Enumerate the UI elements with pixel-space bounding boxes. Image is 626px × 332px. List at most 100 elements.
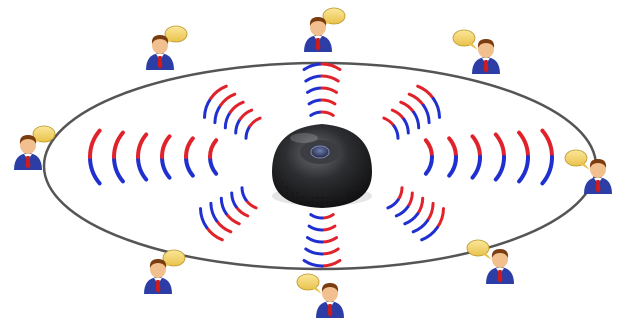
wave-arc — [449, 138, 456, 157]
participant-right — [565, 150, 612, 194]
wave-arc — [424, 105, 430, 122]
wave-arc — [232, 193, 237, 207]
speech-bubble-icon — [565, 150, 590, 170]
wave-arc — [201, 209, 207, 228]
wave-arc — [426, 157, 432, 174]
wave-arc — [422, 228, 438, 240]
wave-arc — [225, 112, 230, 128]
wave-arc — [308, 238, 323, 242]
wave-arc — [473, 136, 481, 157]
wave-arc — [519, 157, 528, 181]
wave-arc — [236, 119, 241, 133]
wave-arc — [394, 126, 398, 138]
wave-arc — [384, 118, 394, 126]
wave-group-bottom-left — [201, 188, 257, 240]
wave-arc — [496, 157, 504, 180]
wave-arc — [542, 131, 552, 157]
wave-arc — [322, 100, 335, 104]
person-icon — [584, 159, 612, 194]
wave-arc — [433, 99, 439, 118]
wave-group-right — [426, 131, 552, 184]
wave-arc — [162, 136, 170, 157]
wave-arc — [221, 94, 235, 105]
wave-arc — [392, 110, 404, 119]
wave-arc — [246, 200, 256, 208]
wave-arc — [322, 88, 337, 92]
wave-arc — [242, 188, 246, 200]
wave-arc — [322, 112, 333, 115]
participant-top — [304, 8, 345, 52]
wave-group-bottom — [304, 215, 340, 266]
wave-arc — [322, 76, 338, 81]
wave-arc — [413, 221, 427, 232]
wave-group-left — [90, 131, 216, 184]
person-icon — [472, 39, 500, 74]
wave-arc — [162, 157, 170, 178]
participant-top-right — [453, 30, 500, 74]
wave-arc — [215, 105, 221, 122]
speech-bubble-icon — [453, 30, 478, 50]
wave-arc — [186, 138, 193, 157]
wave-arc — [114, 133, 123, 157]
wave-arc — [409, 94, 423, 105]
wave-arc — [426, 140, 432, 157]
wave-arc — [322, 226, 335, 230]
wave-arc — [221, 198, 226, 214]
wave-arc — [230, 102, 243, 112]
wave-arc — [250, 118, 260, 126]
wave-arc — [396, 207, 408, 216]
wave-group-top-left — [205, 86, 261, 138]
conference-speakerphone-icon — [272, 124, 372, 208]
participant-top-left — [146, 26, 187, 70]
person-icon — [316, 283, 344, 318]
wave-arc — [437, 209, 443, 228]
wave-arc — [322, 64, 340, 70]
wave-arc — [240, 110, 252, 119]
wave-arc — [186, 157, 193, 176]
wave-arc — [398, 188, 402, 200]
wave-arc — [414, 112, 419, 128]
wave-arc — [322, 238, 337, 242]
wave-arc — [90, 157, 100, 183]
wave-arc — [404, 119, 409, 133]
wave-arc — [211, 203, 217, 220]
wave-arc — [226, 214, 239, 224]
wave-arc — [311, 112, 322, 115]
wave-arc — [322, 261, 340, 267]
wave-arc — [306, 249, 322, 254]
wave-arc — [210, 157, 216, 174]
wave-group-bottom-right — [388, 188, 444, 240]
wave-arc — [519, 133, 528, 157]
speech-bubble-icon — [467, 240, 492, 260]
wave-arc — [408, 193, 413, 207]
wave-arc — [449, 157, 456, 176]
wave-group-top-right — [384, 86, 440, 138]
wave-group-top — [304, 64, 340, 115]
wave-arc — [205, 99, 211, 118]
wave-arc — [236, 207, 248, 216]
wave-arc — [418, 198, 423, 214]
wave-arc — [309, 226, 322, 230]
wave-arc — [308, 88, 323, 92]
wave-arc — [138, 157, 146, 180]
wave-arc — [418, 86, 434, 98]
wave-arc — [304, 261, 322, 267]
wave-arc — [388, 200, 398, 208]
wave-arc — [217, 221, 231, 232]
wave-arc — [90, 131, 100, 157]
wave-arc — [246, 126, 250, 138]
wave-arc — [428, 203, 434, 220]
wave-arc — [322, 215, 333, 218]
wave-arc — [496, 135, 504, 158]
wave-arc — [322, 249, 338, 254]
wave-arc — [211, 86, 227, 98]
wave-arc — [306, 76, 322, 81]
wave-arc — [210, 140, 216, 157]
wave-arc — [405, 214, 418, 224]
wave-arc — [309, 100, 322, 104]
wave-arc — [311, 215, 322, 218]
wave-arc — [114, 157, 123, 181]
wave-arc — [542, 157, 552, 183]
wave-arc — [473, 157, 481, 178]
